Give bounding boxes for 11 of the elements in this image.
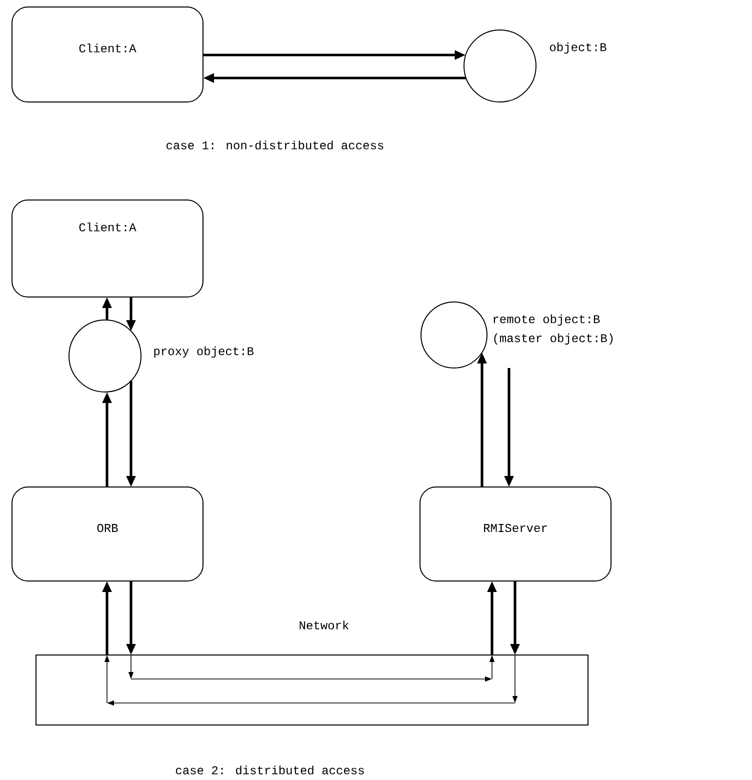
object-label: proxy object:B — [154, 346, 254, 358]
component-box: Client:A — [12, 6, 204, 102]
object-label: remote object:B — [494, 314, 600, 326]
component-box: Client:A — [12, 200, 204, 298]
caption: case 1: non-distributed access — [166, 140, 384, 150]
caption: case 2: distributed access — [176, 766, 364, 774]
component-box: ORB — [12, 486, 204, 582]
network-label: Network — [300, 620, 349, 630]
object-label: object:B — [550, 42, 606, 54]
component-box: RMIServer — [420, 486, 612, 582]
object-label: (master object:B) — [494, 333, 613, 345]
